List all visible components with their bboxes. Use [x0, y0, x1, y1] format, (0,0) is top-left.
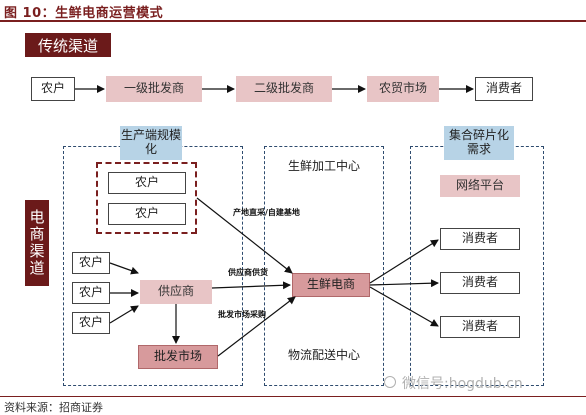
ecommerce-consumer-box-3: 消费者	[440, 316, 520, 338]
arrow-platform-to-consumer-1	[369, 239, 439, 284]
title-divider	[0, 20, 586, 22]
scale-farmer-box-2: 农户	[108, 203, 186, 225]
note-supplier-supply: 供应商供货	[228, 268, 268, 277]
arrow-small-farmer-3	[109, 305, 139, 324]
traditional-consumer-box: 消费者	[475, 77, 533, 101]
small-farmer-box-2: 农户	[72, 282, 110, 304]
supplier-box: 供应商	[140, 280, 212, 304]
secondary-wholesaler-box: 二级批发商	[236, 76, 332, 102]
demand-aggregation-title: 集合碎片化需求	[444, 126, 514, 160]
scale-farmer-box-1: 农户	[108, 172, 186, 194]
ecommerce-channel-label: 电商渠道	[25, 200, 49, 286]
primary-wholesaler-box: 一级批发商	[106, 76, 202, 102]
scale-farm-group	[96, 162, 197, 234]
source-note: 资料来源：招商证券	[4, 401, 103, 414]
arrow-direct-to-platform	[196, 197, 293, 274]
arrow-small-farmer-1	[109, 262, 139, 275]
figure-title: 图 10：生鲜电商运营模式	[4, 6, 164, 21]
network-platform-box: 网络平台	[440, 175, 520, 197]
note-market-purchase: 批发市场采购	[218, 310, 266, 319]
logistics-center-label: 物流配送中心	[287, 348, 360, 363]
production-scale-title: 生产端规模化	[120, 126, 182, 160]
arrow-platform-to-consumer-2	[369, 279, 439, 288]
wholesale-market-box: 批发市场	[138, 345, 218, 369]
platform-region	[264, 146, 384, 386]
fresh-ecommerce-box: 生鲜电商	[292, 273, 370, 297]
small-farmer-box-1: 农户	[72, 252, 110, 274]
note-direct-sourcing: 产地直采/自建基地	[233, 208, 300, 217]
traditional-channel-label: 传统渠道	[25, 33, 111, 57]
traditional-farmer-box: 农户	[31, 77, 75, 101]
watermark-text: 微信号:hogdub.cn	[402, 376, 523, 392]
ecommerce-consumer-box-2: 消费者	[440, 272, 520, 294]
processing-center-label: 生鲜加工中心	[287, 159, 360, 174]
footer-divider	[0, 396, 586, 397]
arrow-platform-to-consumer-3	[369, 286, 439, 327]
arrow-supplier-to-platform	[211, 281, 291, 290]
farmers-market-box: 农贸市场	[367, 76, 439, 102]
wechat-icon	[384, 376, 396, 388]
small-farmer-box-3: 农户	[72, 312, 110, 334]
ecommerce-consumer-box-1: 消费者	[440, 228, 520, 250]
arrow-market-to-platform	[217, 296, 296, 357]
